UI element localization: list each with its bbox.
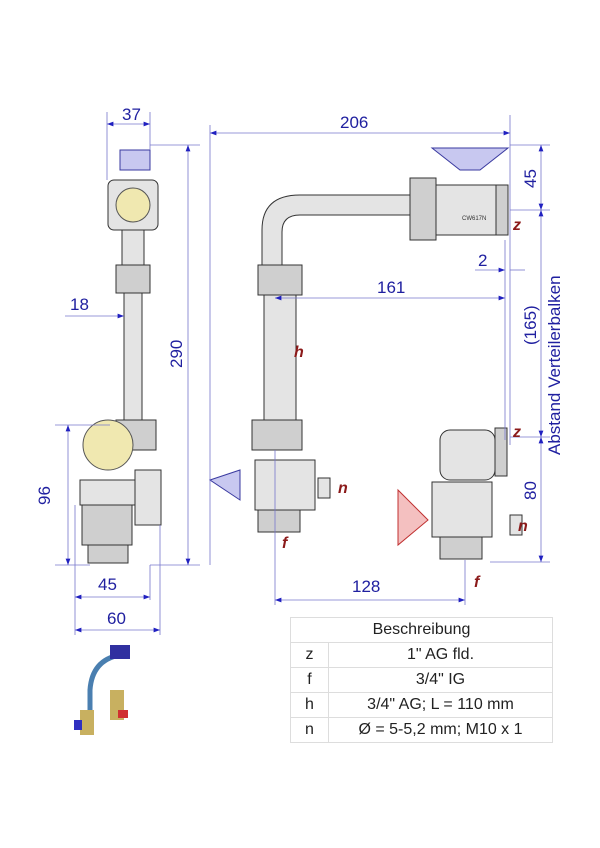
label-h: h [294,344,304,361]
dimension-lines [55,112,550,635]
dim-37: 37 [122,105,141,124]
dim-2: 2 [478,251,487,270]
label-f-right: f [474,574,481,591]
dim-96: 96 [35,486,54,505]
dim-161: 161 [377,278,405,297]
dim-165: (165) [521,305,540,345]
axis-label: Abstand Verteilerbalken [545,275,564,455]
dim-45-right: 45 [521,169,540,188]
front-view: CW617N [208,147,523,560]
label-n-right: n [518,518,528,535]
dim-45-bottom: 45 [98,575,117,594]
label-n-left: n [338,480,348,497]
dim-80: 80 [521,481,540,500]
label-z-bottom: z [512,424,521,441]
table-header: Beschreibung [290,617,553,643]
dim-60: 60 [107,609,126,628]
product-thumbnail [74,645,130,735]
dim-290: 290 [167,340,186,368]
dim-128: 128 [352,577,380,596]
label-z-top: z [512,217,521,234]
dim-18: 18 [70,295,89,314]
label-f-left: f [282,535,289,552]
dim-206: 206 [340,113,368,132]
side-view [79,149,162,564]
valve-marking: CW617N [462,216,486,222]
